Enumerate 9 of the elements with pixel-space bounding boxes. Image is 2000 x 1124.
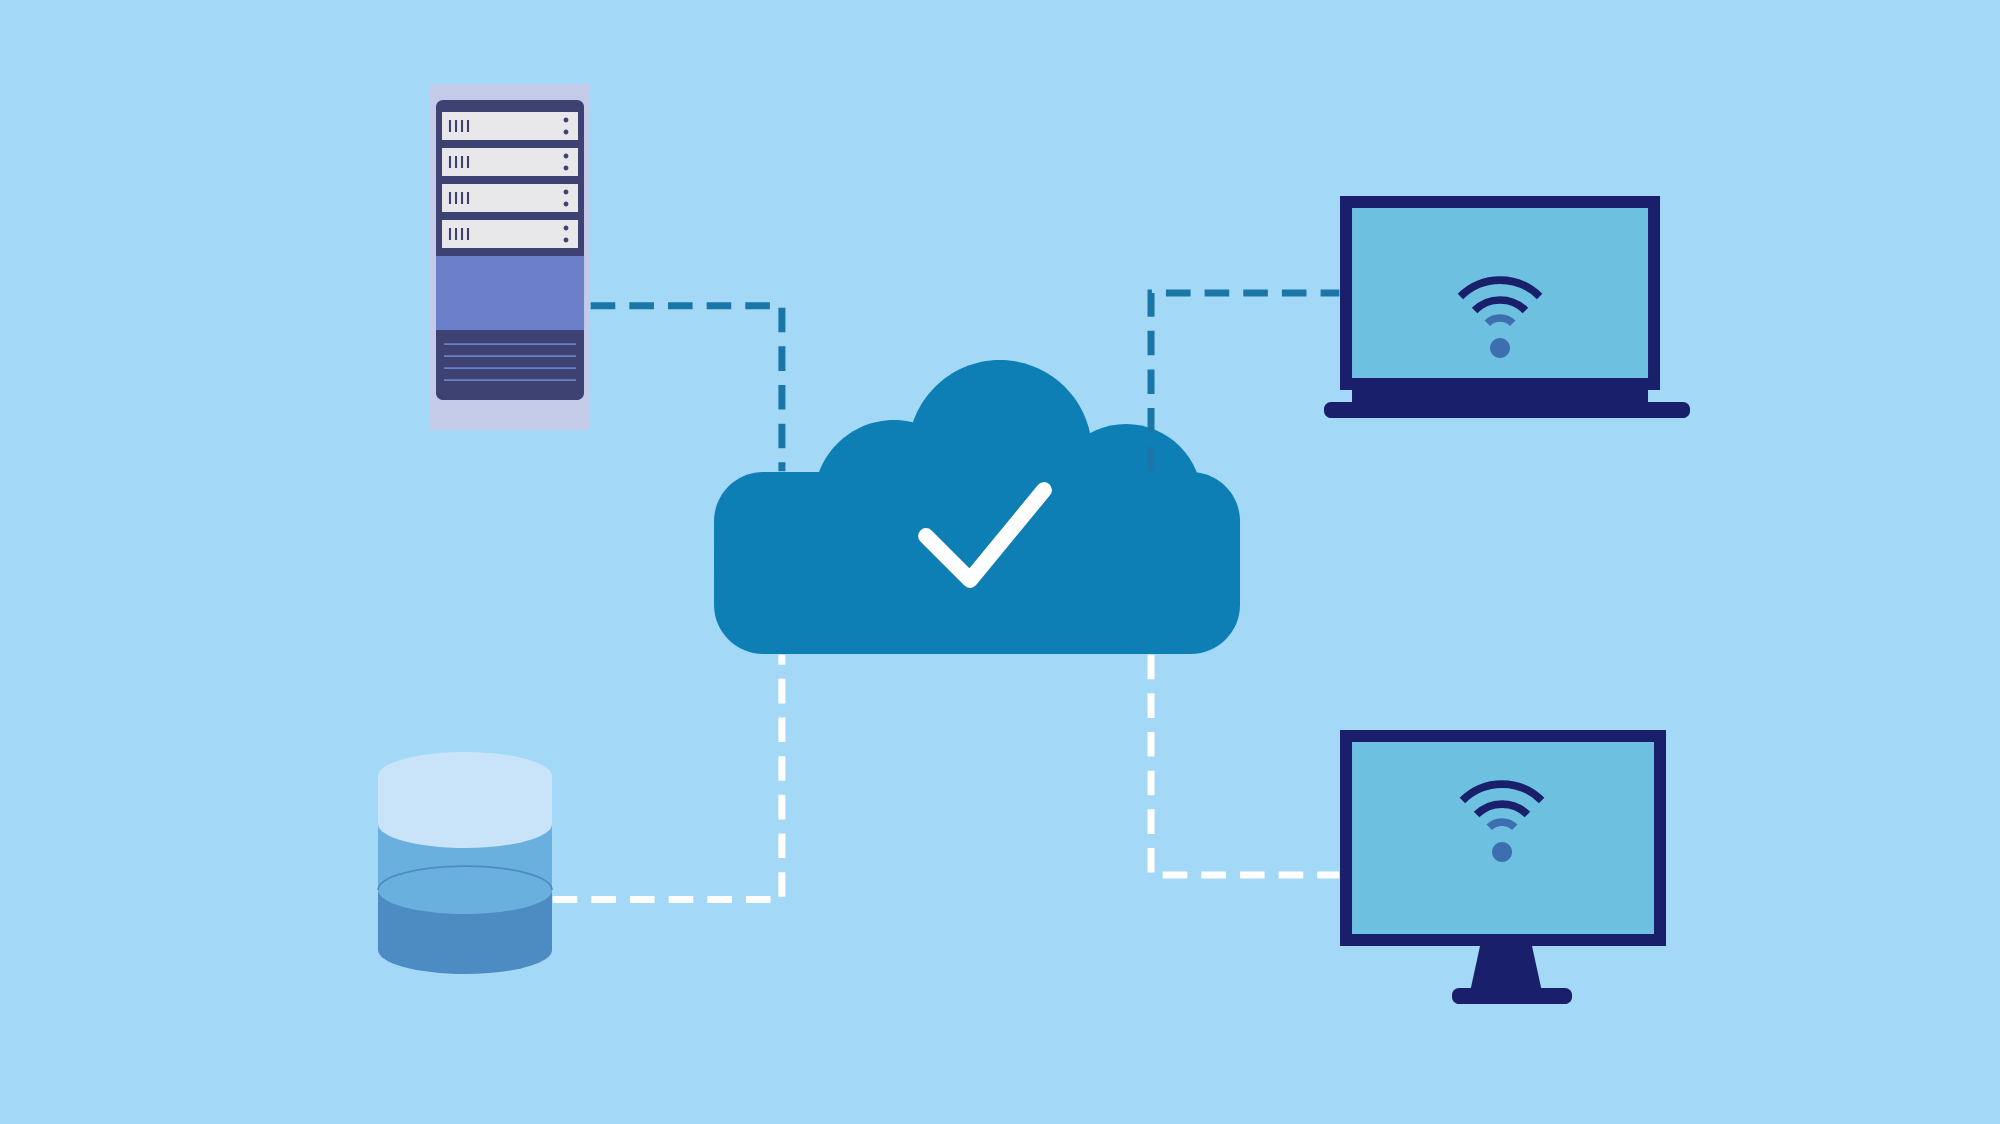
- connector-line: [1147, 289, 1340, 472]
- server-drawing: [430, 84, 590, 430]
- laptop-drawing: [1324, 196, 1690, 418]
- cloud-drawing: [714, 360, 1240, 654]
- connector-line: [552, 654, 786, 903]
- connector-line: [1147, 654, 1340, 879]
- monitor-drawing: [1340, 730, 1666, 1004]
- connector-line: [590, 302, 786, 472]
- database-drawing: [377, 752, 553, 974]
